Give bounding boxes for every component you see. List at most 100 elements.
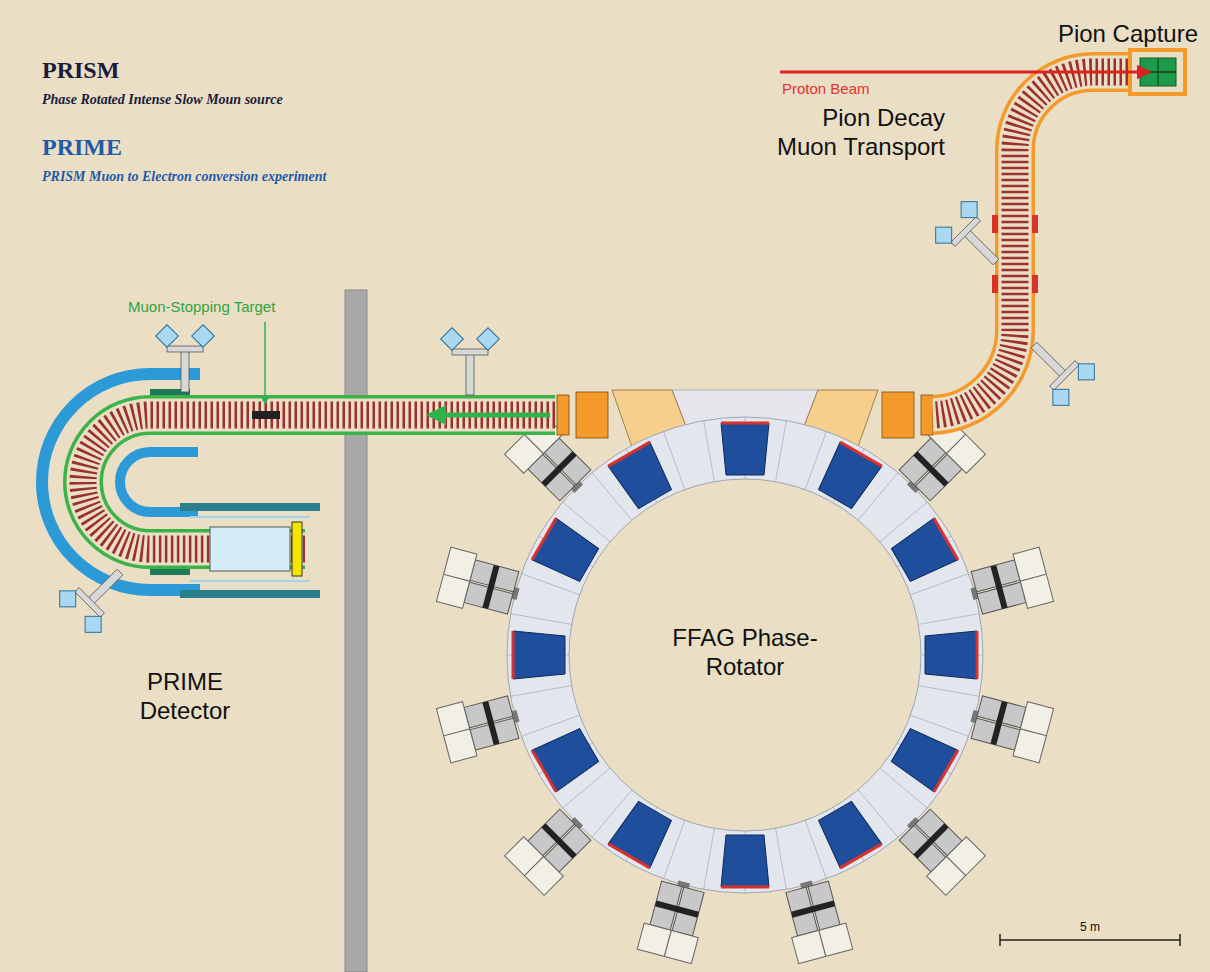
illustration-part: [655, 900, 699, 917]
illustration-part: [1000, 939, 1180, 941]
illustration-part: [180, 590, 320, 598]
illustration-part: [1158, 58, 1159, 86]
illustration-part: [814, 442, 882, 511]
scale-bar: [1000, 934, 1180, 946]
illustration-part: [444, 547, 477, 581]
illustration-part: [477, 328, 500, 351]
matching-magnet: [921, 395, 933, 435]
section-label: PRIME Detector: [125, 668, 245, 726]
illustration-part: [192, 325, 215, 348]
matching-magnet: [882, 392, 914, 438]
ring-edge: [507, 417, 983, 893]
vacuum-port: [441, 328, 500, 395]
illustration-part: [512, 631, 515, 679]
illustration-part: [840, 844, 882, 868]
ring-edge: [569, 479, 921, 831]
rf-cavity: [637, 875, 711, 964]
rf-cavity: [436, 689, 525, 763]
illustration-part: [947, 434, 986, 473]
ring-segment-line: [704, 421, 715, 482]
illustration-part: [482, 701, 499, 745]
illustration-part: [1020, 574, 1053, 608]
ffag-magnet: [814, 442, 882, 511]
illustration-part: [608, 442, 650, 466]
illustration-part: [466, 353, 474, 395]
illustration-part: [83, 415, 555, 549]
illustration-part: [513, 631, 565, 679]
ffag-magnet: [889, 518, 958, 586]
illustration-part: [532, 518, 601, 586]
illustration-part: [156, 325, 179, 348]
beam-label: Proton Beam: [782, 80, 870, 98]
illustration-part: [933, 72, 1128, 415]
rf-cavity: [779, 875, 853, 964]
rf-cavity: [965, 547, 1054, 621]
illustration-part: [441, 328, 464, 351]
ring-segment-line: [776, 421, 787, 482]
illustration-part: [532, 724, 601, 792]
illustration-part: [999, 934, 1001, 946]
illustration-part: [721, 835, 769, 887]
ffag-magnet: [889, 724, 958, 792]
illustration-part: [933, 72, 1128, 415]
illustration-part: [992, 275, 998, 293]
illustration-part: [913, 823, 948, 858]
ffag-magnet: [925, 631, 977, 679]
illustration-part: [87, 569, 122, 604]
matching-magnet: [557, 395, 569, 435]
rf-cavity: [436, 547, 525, 621]
illustration-part: [541, 823, 576, 858]
illustration-part: [791, 900, 835, 917]
illustration-part: [961, 202, 977, 218]
ffag-magnet: [532, 724, 601, 792]
illustration-part: [840, 442, 882, 466]
rf-cavity: [505, 801, 599, 895]
illustration-part: [1032, 275, 1038, 293]
transport-solenoid: [933, 72, 1128, 415]
part-label: Muon-Stopping Target: [128, 298, 275, 316]
experiment-title: PRIME: [42, 133, 122, 162]
ffag-magnet: [721, 423, 769, 475]
vacuum-port: [52, 551, 141, 640]
illustration-part: [814, 799, 882, 868]
subtitle: PRISM Muon to Electron conversion experi…: [42, 169, 326, 186]
main-title: PRISM: [42, 56, 119, 85]
illustration-part: [963, 229, 998, 264]
illustration-part: [976, 631, 979, 679]
matching-magnet: [576, 392, 608, 438]
section-label: Pion Capture: [1058, 20, 1198, 49]
illustration-part: [1053, 389, 1069, 405]
illustration-part: [608, 799, 676, 868]
illustration-part: [190, 580, 310, 582]
illustration-part: [913, 451, 948, 486]
illustration-part: [934, 750, 958, 792]
illustration-part: [60, 591, 76, 607]
vacuum-port: [1013, 324, 1102, 413]
illustration-part: [83, 415, 555, 549]
illustration-part: [1050, 361, 1080, 391]
ffag-magnet: [814, 799, 882, 868]
ring-segment-line: [511, 686, 572, 697]
muon-beam-arrow: [430, 413, 550, 418]
illustration-part: [505, 837, 544, 876]
muon-stopping-target: [252, 411, 280, 419]
rf-cavity: [891, 801, 985, 895]
illustration-part: [181, 350, 189, 392]
illustration-part: [1179, 934, 1181, 946]
ffag-magnet: [608, 442, 676, 511]
vacuum-ports: [52, 194, 1103, 641]
ffag-magnet: [608, 799, 676, 868]
section-label: FFAG Phase-Rotator: [660, 624, 830, 682]
illustration-part: [637, 923, 671, 956]
illustration-part: [933, 72, 1128, 415]
illustration-part: [721, 886, 769, 889]
scale-label: 5 m: [1060, 920, 1120, 934]
illustration-part: [532, 750, 556, 792]
ring-vacuum-chamber: [538, 448, 952, 862]
ring-segment-line: [704, 828, 715, 889]
illustration-part: [927, 857, 966, 896]
illustration-part: [482, 565, 499, 609]
rf-cavity: [965, 689, 1054, 763]
